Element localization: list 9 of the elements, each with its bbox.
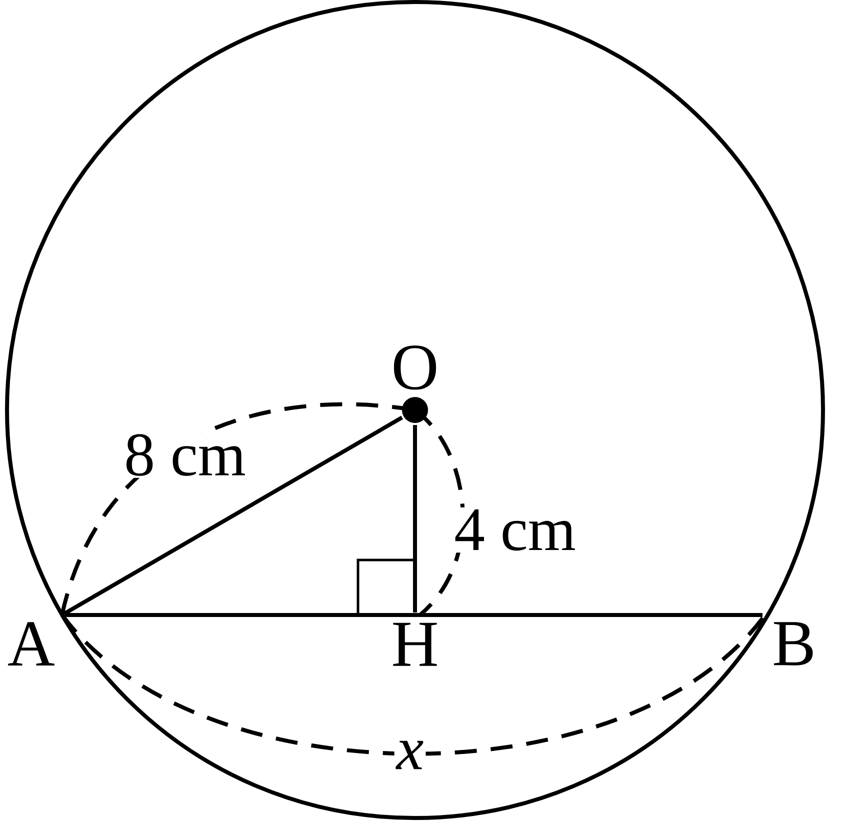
line-segment [413, 425, 417, 612]
line-segment [64, 613, 762, 617]
point-label: A [8, 622, 54, 666]
dimension-label: x [394, 738, 426, 772]
dimension-label: 8 cm [122, 432, 248, 478]
point-label: B [774, 622, 813, 666]
point-label: H [393, 622, 437, 666]
point-label: O [394, 346, 436, 423]
dimension-label: 4 cm [452, 507, 578, 553]
